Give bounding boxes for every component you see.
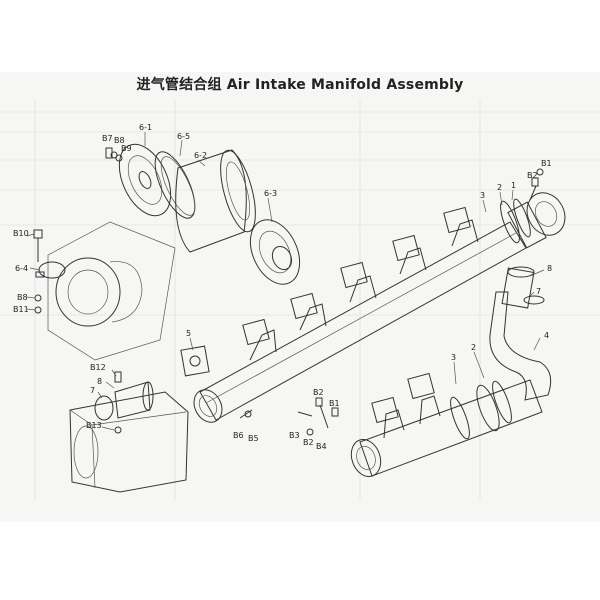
clamp-ring-7 xyxy=(94,395,114,421)
label-b1-lower: B1 xyxy=(329,399,340,408)
label-7-right: 7 xyxy=(536,287,541,296)
manifold-runners xyxy=(242,206,479,361)
filter-bolts-b7-b9 xyxy=(105,147,123,162)
elbow-connector-8 xyxy=(114,381,154,419)
filter-gasket-6-5 xyxy=(154,151,196,219)
label-b8-upper: B8 xyxy=(114,136,125,145)
upper-right-rings xyxy=(500,168,544,244)
air-filter-group xyxy=(105,143,301,285)
label-b4: B4 xyxy=(316,442,327,451)
hose-clamp-6-4 xyxy=(35,261,66,279)
lower-manifold-pipe xyxy=(350,372,543,477)
background-grid xyxy=(0,100,600,500)
label-b11: B11 xyxy=(13,305,29,314)
air-box xyxy=(69,371,189,493)
label-b1-upper: B1 xyxy=(541,159,552,168)
end-flange-upper xyxy=(507,192,566,249)
label-3-upper: 3 xyxy=(480,191,485,200)
turbocharger-housing xyxy=(33,221,176,361)
label-2-upper: 2 xyxy=(497,183,502,192)
label-b7: B7 xyxy=(102,134,113,143)
label-3-lower: 3 xyxy=(451,353,456,362)
filter-end-cap-6-1 xyxy=(118,143,172,217)
label-6-5: 6-5 xyxy=(177,132,190,141)
label-b2-mid: B2 xyxy=(303,438,314,447)
label-7-left: 7 xyxy=(90,386,95,395)
label-1-upper: 1 xyxy=(511,181,516,190)
label-b6: B6 xyxy=(233,431,244,440)
label-8-left: 8 xyxy=(97,377,102,386)
label-b9: B9 xyxy=(121,144,132,153)
label-b2-upper: B2 xyxy=(527,171,538,180)
leader-lines xyxy=(26,132,545,431)
label-2-lower: 2 xyxy=(471,343,476,352)
label-8-right: 8 xyxy=(547,264,552,273)
label-b13: B13 xyxy=(86,421,102,430)
label-6-4: 6-4 xyxy=(15,264,28,273)
label-6-1: 6-1 xyxy=(139,123,152,132)
lower-runners xyxy=(371,372,441,439)
bent-pipe-4 xyxy=(489,266,552,401)
label-6-2: 6-2 xyxy=(194,151,207,160)
label-5: 5 xyxy=(186,329,191,338)
label-b2-lower: B2 xyxy=(313,388,324,397)
label-6-3: 6-3 xyxy=(264,189,277,198)
label-b10: B10 xyxy=(13,229,29,238)
label-b8-left: B8 xyxy=(17,293,28,302)
label-b12: B12 xyxy=(90,363,106,372)
rubber-hose-8 xyxy=(501,266,535,309)
callout-labels: 6-1 6-5 6-2 6-3 B7 B8 B9 B10 6-4 B8 B11 … xyxy=(13,123,552,451)
label-b5: B5 xyxy=(248,434,259,443)
label-4: 4 xyxy=(544,331,549,340)
main-manifold-pipe xyxy=(180,192,566,436)
diagram-title: 进气管结合组 Air Intake Manifold Assembly xyxy=(136,77,464,93)
filter-element-6-2 xyxy=(175,149,256,253)
label-b3: B3 xyxy=(289,431,300,440)
mount-plate-5 xyxy=(180,345,210,377)
bolt-set-mid xyxy=(239,397,339,436)
filter-end-cap-6-3 xyxy=(249,219,301,285)
